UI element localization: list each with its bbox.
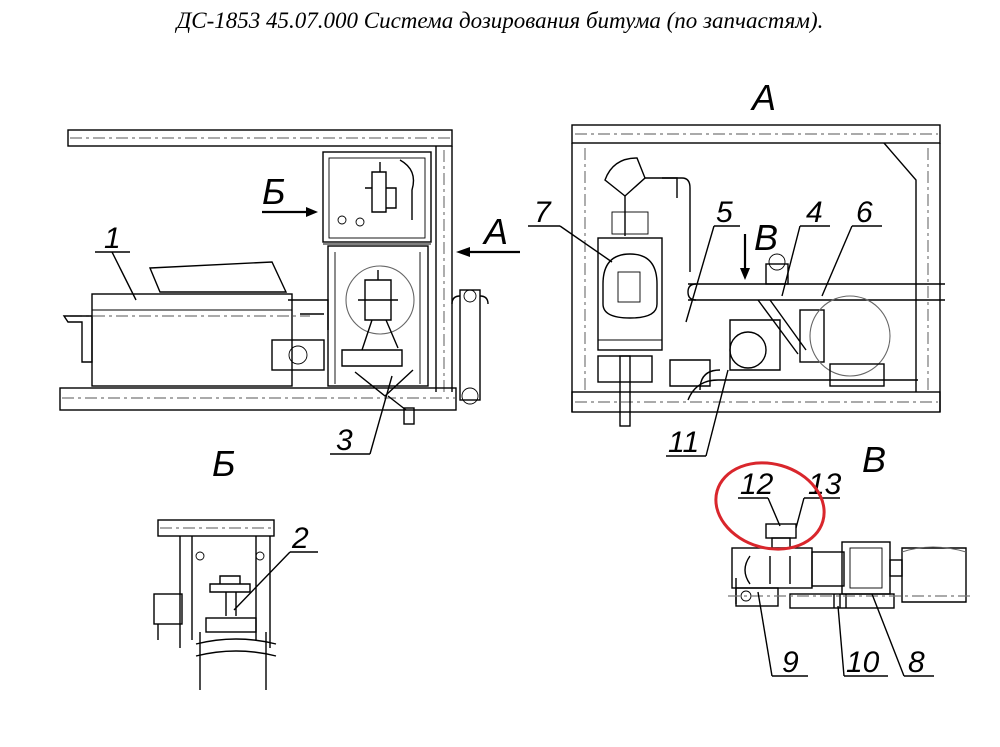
callout-7-leader <box>559 225 613 263</box>
callout-9-leader <box>757 591 773 677</box>
callout-2: 2 <box>291 522 309 555</box>
callout-8-leader <box>871 593 905 677</box>
callout-12: 12 <box>740 468 774 501</box>
callout-9: 9 <box>782 646 799 679</box>
callout-3: 3 <box>336 424 353 457</box>
view-a <box>571 124 945 427</box>
callout-4: 4 <box>806 196 823 229</box>
section-b-arrow-label: Б <box>262 171 285 212</box>
callout-6-leader <box>821 225 853 297</box>
view-v-arrow-label: В <box>754 217 778 258</box>
drawing-title: ДС-1853 45.07.000 Система дозирования би… <box>176 8 824 33</box>
callout-7: 7 <box>534 196 552 229</box>
callout-4-leader <box>781 225 801 297</box>
callout-3-leader <box>369 375 393 455</box>
callout-12-leader <box>767 497 781 527</box>
view-v-title: В <box>862 439 886 480</box>
section-b-view <box>153 519 277 690</box>
callout-10-leader <box>837 605 845 677</box>
callout-10: 10 <box>846 646 880 679</box>
callout-5-leader <box>685 225 715 323</box>
callout-8: 8 <box>908 646 925 679</box>
view-v <box>728 523 970 609</box>
callout-1: 1 <box>104 222 121 255</box>
view-a-title: А <box>750 77 776 118</box>
callout-6: 6 <box>856 196 873 229</box>
callout-11-leader <box>705 369 729 457</box>
callout-1-leader <box>111 251 137 301</box>
callout-5: 5 <box>716 196 733 229</box>
highlight-ellipse <box>714 461 826 551</box>
callout-11: 11 <box>668 426 699 459</box>
callout-13-leader <box>795 497 805 529</box>
view-b-title: Б <box>212 443 235 484</box>
side-view <box>59 129 520 425</box>
view-a-arrow-label: А <box>482 211 508 252</box>
callout-2-leader <box>233 551 291 611</box>
